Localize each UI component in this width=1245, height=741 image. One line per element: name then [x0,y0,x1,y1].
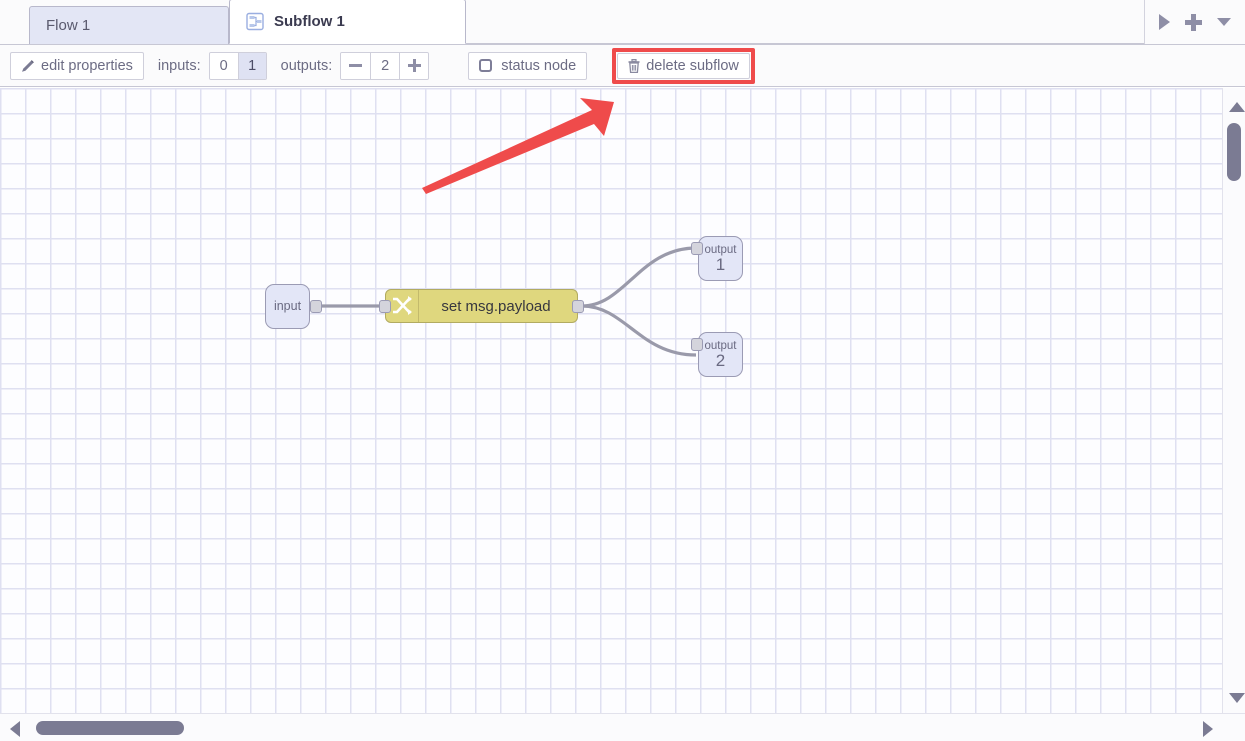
subflow-input-node[interactable]: input [265,284,310,329]
subflow-output-port-2[interactable] [691,338,703,351]
add-tab-icon[interactable] [1184,13,1202,31]
vertical-scrollbar[interactable] [1222,88,1245,713]
edit-properties-label: edit properties [41,57,133,74]
status-node-checkbox[interactable] [479,59,493,72]
trash-icon [628,58,640,73]
subflow-output-label: output [704,339,737,352]
status-node-label: status node [501,57,577,74]
subflow-output-node-1[interactable]: output 1 [698,236,743,281]
tab-bar-filler [466,6,1245,44]
outputs-value: 2 [370,52,400,79]
tab-tools [1144,0,1245,44]
pencil-icon [21,59,35,73]
plus-icon [407,59,421,72]
vertical-scroll-thumb[interactable] [1227,123,1241,181]
subflow-input-label: input [273,298,302,313]
change-node-output-port[interactable] [572,300,584,313]
outputs-increment-button[interactable] [399,52,429,79]
inputs-label: inputs: [157,57,201,74]
scroll-right-icon[interactable] [1203,721,1213,737]
inputs-option-1[interactable]: 1 [237,52,266,79]
tab-flow-1[interactable]: Flow 1 [29,6,229,44]
inputs-option-0[interactable]: 0 [209,52,238,79]
change-node-icon [386,290,419,322]
subflow-output-port-1[interactable] [691,242,703,255]
outputs-label: outputs: [280,57,333,74]
delete-subflow-highlight: delete subflow [612,47,755,84]
change-node-input-port[interactable] [379,300,391,313]
horizontal-scroll-thumb[interactable] [36,721,184,735]
wire-layer [316,246,697,357]
change-node[interactable]: set msg.payload [385,289,578,323]
inputs-selector[interactable]: 0 1 [208,51,267,80]
tab-label: Subflow 1 [274,13,345,30]
outputs-stepper[interactable]: 2 [340,51,430,80]
subflow-input-port[interactable] [310,300,322,313]
change-node-label: set msg.payload [441,297,551,315]
status-node-toggle[interactable]: status node [468,51,588,80]
tab-menu-icon[interactable] [1217,18,1232,26]
delete-subflow-button[interactable]: delete subflow [617,52,750,79]
scroll-left-icon[interactable] [10,721,20,737]
horizontal-scrollbar[interactable] [0,713,1245,741]
wire-change-to-output-1 [581,246,697,308]
edit-properties-button[interactable]: edit properties [10,51,144,80]
subflow-output-index: 1 [715,254,726,274]
subflow-icon [246,12,265,31]
tab-bar: Flow 1 Subflow 1 [0,0,1245,45]
subflow-output-node-2[interactable]: output 2 [698,332,743,377]
scroll-up-icon[interactable] [1229,102,1245,112]
minus-icon [349,64,363,67]
wire-change-to-output-2 [581,304,697,357]
scroll-right-icon[interactable] [1158,14,1170,30]
delete-subflow-label: delete subflow [646,57,739,74]
subflow-output-label: output [704,243,737,256]
tab-label: Flow 1 [46,17,91,34]
subflow-output-index: 2 [715,350,726,370]
outputs-decrement-button[interactable] [341,52,371,79]
tab-subflow-1[interactable]: Subflow 1 [229,0,466,44]
scroll-down-icon[interactable] [1229,693,1245,703]
flow-canvas[interactable]: input set msg.payload output 1 o [0,88,1222,713]
subflow-toolbar: edit properties inputs: 0 1 outputs: 2 s… [0,45,1245,87]
